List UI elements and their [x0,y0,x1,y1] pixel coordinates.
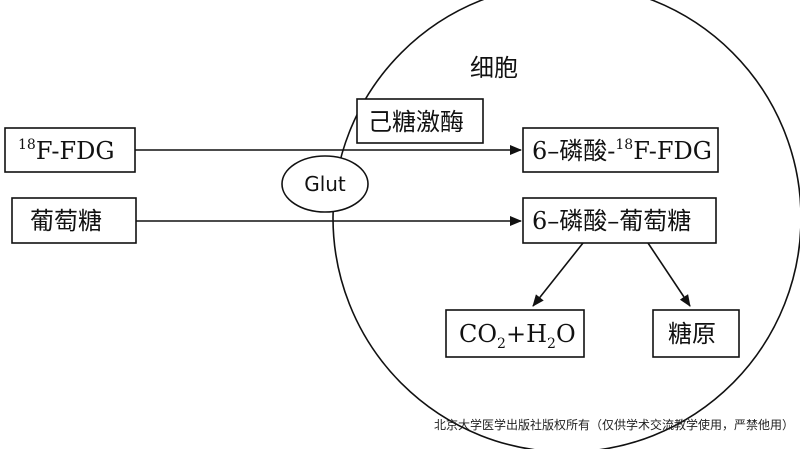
fdg-input-sup: 18 [18,137,36,153]
o-text: O [556,320,576,348]
plus-h-text: +H [506,320,547,348]
glut-label: Glut [304,172,346,196]
glucose-input-box: 葡萄糖 [11,197,137,244]
co2-sub: 2 [497,336,506,352]
fdg-6-phosphate-sup: 18 [615,137,633,153]
arrow-to-co2-h2o [532,242,584,307]
co-text: CO [459,320,497,348]
fdg-6-phosphate-prefix: 6–磷酸- [532,137,615,165]
fdg-input-box: 18F-FDG [4,127,136,173]
co2-h2o-label: CO2+H2O [459,320,576,352]
hexokinase-box: 己糖激酶 [356,98,484,144]
cell-label: 细胞 [470,54,518,82]
glycogen-box: 糖原 [652,309,740,358]
glucose-input-label: 葡萄糖 [30,207,102,235]
fdg-input-label: 18F-FDG [18,137,115,165]
copyright-notice: 北京大学医学出版社版权所有（仅供学术交流教学使用，严禁他用） [433,418,794,432]
fdg-6-phosphate-text: F-FDG [633,137,712,165]
glucose-6-phosphate-box: 6–磷酸–葡萄糖 [522,197,717,244]
hexokinase-label: 己糖激酶 [368,108,464,136]
arrow-to-glycogen [647,242,691,307]
cell-membrane [332,0,800,449]
fdg-input-text: F-FDG [36,137,115,165]
fdg-6-phosphate-label: 6–磷酸-18F-FDG [532,137,712,165]
co2-h2o-box: CO2+H2O [445,309,585,358]
glut-transporter: Glut [281,155,369,213]
glucose-6-phosphate-label: 6–磷酸–葡萄糖 [532,207,691,235]
fdg-6-phosphate-box: 6–磷酸-18F-FDG [522,127,719,173]
h2o-sub: 2 [547,336,556,352]
glycogen-label: 糖原 [668,320,716,348]
